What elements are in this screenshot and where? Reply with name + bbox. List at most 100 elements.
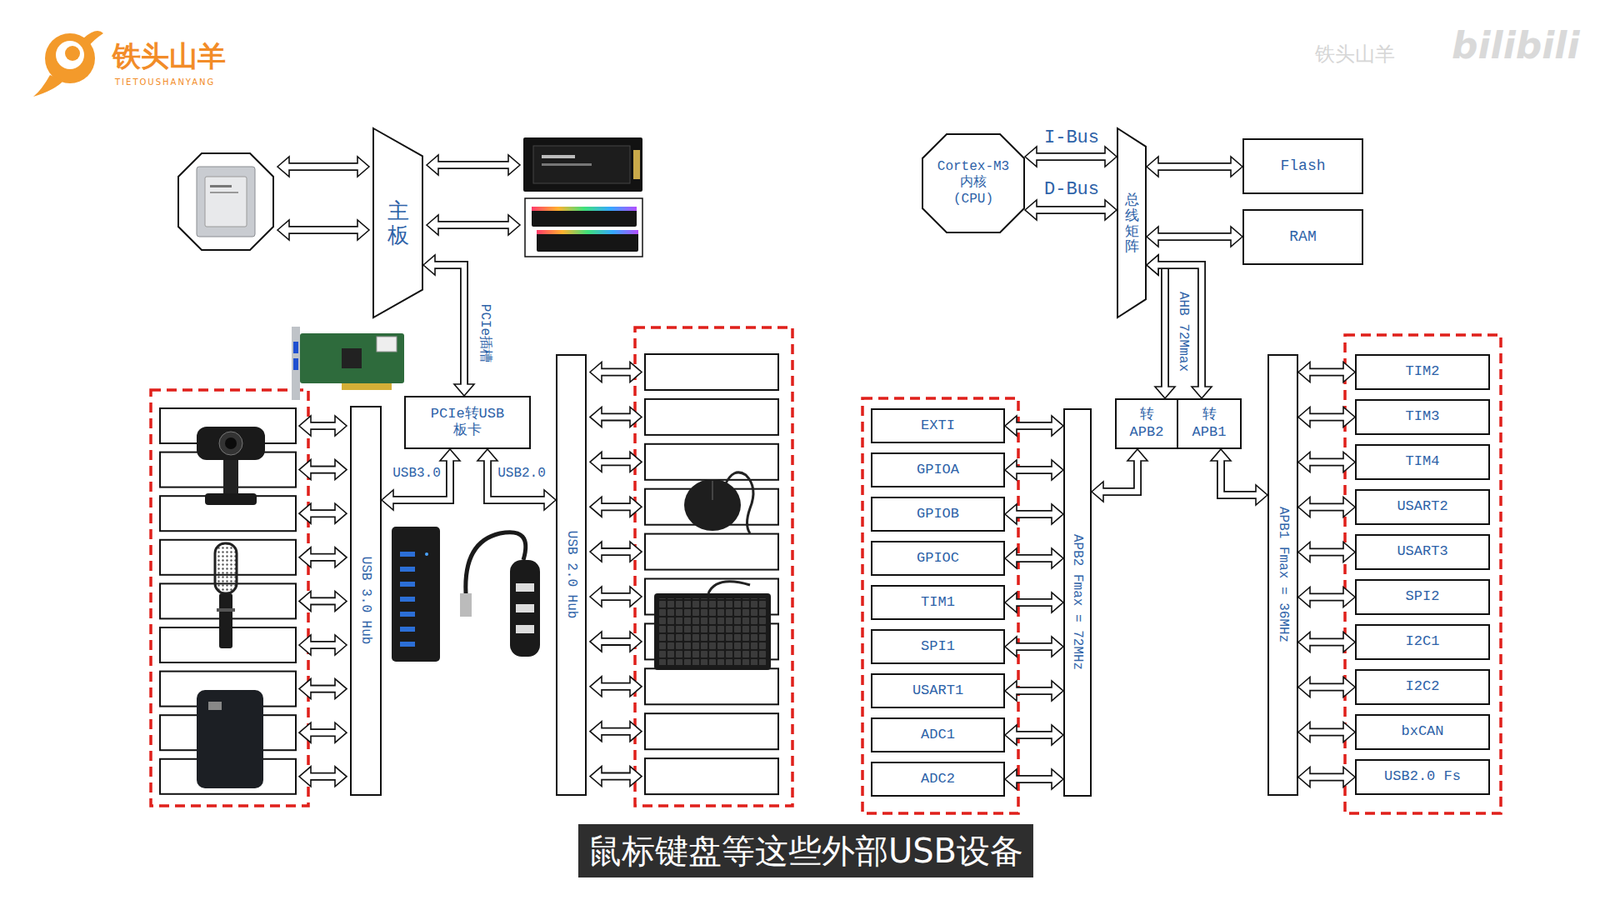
arrow-inner: [1220, 457, 1260, 495]
box-label: TIM1: [920, 594, 955, 611]
peripheral-box: I2C1: [1355, 624, 1490, 660]
box-label: GPIOA: [916, 461, 960, 479]
cpu-picture: [178, 153, 274, 250]
arrow-inner: [598, 459, 634, 465]
arrow-inner: [285, 227, 361, 233]
bus-label: AHB 72Mmax: [1175, 290, 1191, 374]
bus-arrow: [590, 541, 642, 562]
arrow-inner: [1013, 688, 1055, 694]
arrow-outline: [1102, 460, 1138, 492]
pcie-card-picture: [341, 383, 392, 390]
microphone-picture: [216, 608, 235, 612]
hub-bar: USB 3.0 Hub: [350, 405, 382, 796]
logo-mark: [83, 30, 104, 47]
peripheral-box: GPIOC: [870, 540, 1005, 576]
peripheral-box: I2C2: [1355, 669, 1490, 705]
microphone-picture: [219, 593, 233, 649]
arrow-inner: [307, 466, 339, 472]
mouse-picture: [684, 479, 741, 531]
cpu-octagon: Cortex-M3 内核 (CPU): [921, 133, 1025, 234]
shape-outline: [1117, 128, 1146, 318]
ram-picture: [536, 230, 639, 252]
bus-bar: APB2 Fmax = 72MHz: [1063, 408, 1092, 797]
box-label: APB2 Fmax = 72MHz: [1069, 534, 1085, 670]
bus-arrow: [590, 631, 642, 652]
box-label: RAM: [1289, 228, 1316, 247]
peripheral-box: TIM2: [1355, 354, 1490, 390]
usb-hub-picture: [515, 583, 535, 592]
usb-hub-picture: [515, 625, 535, 634]
mouse-picture: [711, 480, 714, 500]
box-label: 主板: [387, 199, 410, 247]
cpu-picture: [196, 166, 255, 237]
bus-arrow: [590, 362, 642, 383]
bridge-box: 转 APB1: [1176, 398, 1242, 450]
arrow-inner: [598, 369, 634, 375]
peripheral-box: GPIOB: [870, 496, 1005, 532]
hard-drive-picture: [208, 701, 222, 710]
peripheral-box: EXTI: [870, 408, 1005, 444]
arrow-inner: [1013, 511, 1055, 517]
arrow-inner: [1306, 549, 1347, 555]
arrow-inner: [1306, 459, 1347, 465]
watermark: 铁头山羊: [1315, 43, 1395, 67]
bus-arrow: [299, 679, 347, 700]
keyboard-picture: [654, 593, 771, 670]
bus-label: D-Bus: [1042, 179, 1101, 200]
arrow-inner: [1013, 776, 1055, 782]
bus-arrow: [299, 590, 347, 611]
box-label: bxCAN: [1400, 723, 1444, 740]
bus-arrow: [1298, 587, 1355, 608]
arrow-inner: [598, 773, 634, 779]
arrow-inner: [307, 598, 339, 604]
arrow-inner: [598, 684, 634, 690]
arrow-inner: [1155, 164, 1235, 170]
bus-arrow: [1298, 632, 1355, 653]
bus-arrow: [590, 496, 642, 517]
box-label: ADC2: [920, 770, 955, 788]
ssd-picture: [533, 145, 630, 184]
peripheral-box: ADC2: [870, 761, 1005, 797]
peripheral-box: TIM3: [1355, 399, 1490, 435]
usb-hub-picture: [400, 566, 415, 572]
webcam-picture: [196, 426, 265, 505]
bus-arrow: [1025, 146, 1117, 167]
hub-bar: USB 2.0 Hub: [555, 354, 587, 796]
usb-hub-picture: [400, 596, 415, 602]
usb-hub-picture: [400, 611, 415, 617]
usb-hub-picture: [460, 532, 540, 657]
arrow-inner: [1306, 414, 1347, 420]
arrow-inner: [285, 164, 361, 170]
webcam-picture: [223, 460, 239, 494]
bus-arrow: [1091, 449, 1148, 502]
shape-outline: [922, 134, 1025, 233]
group-outline: [1345, 335, 1501, 814]
pcie-card-picture: [293, 358, 299, 370]
layout-group: [150, 155, 1501, 814]
bus-arrow: [1005, 592, 1064, 613]
adapter-card-box: PCIe转USB 板卡: [404, 395, 531, 450]
arrow-inner: [1155, 265, 1202, 390]
arrow-inner: [1306, 594, 1347, 600]
bus-arrow: [299, 460, 347, 480]
arrow-inner: [1013, 467, 1055, 473]
logo-mark: [65, 45, 80, 61]
mouse-picture: [684, 472, 754, 534]
arrow-inner: [307, 510, 339, 516]
arrow-inner: [307, 642, 339, 648]
cpu-picture: [205, 176, 247, 227]
arrow-inner: [435, 162, 512, 168]
peripheral-box: TIM4: [1355, 444, 1490, 480]
hard-drive-picture: [196, 690, 264, 789]
box-label: TIM3: [1405, 408, 1440, 425]
bus-arrow: [1005, 769, 1064, 790]
bus-arrow: [1005, 725, 1064, 745]
group-outline: [862, 398, 1019, 814]
group-outline: [150, 390, 309, 806]
ssd-picture: [523, 137, 643, 192]
device-slot: [645, 399, 779, 435]
bus-label: USB2.0: [495, 465, 548, 481]
bus-arrow: [590, 676, 642, 697]
box-label: USB2.0 Fs: [1384, 768, 1461, 785]
